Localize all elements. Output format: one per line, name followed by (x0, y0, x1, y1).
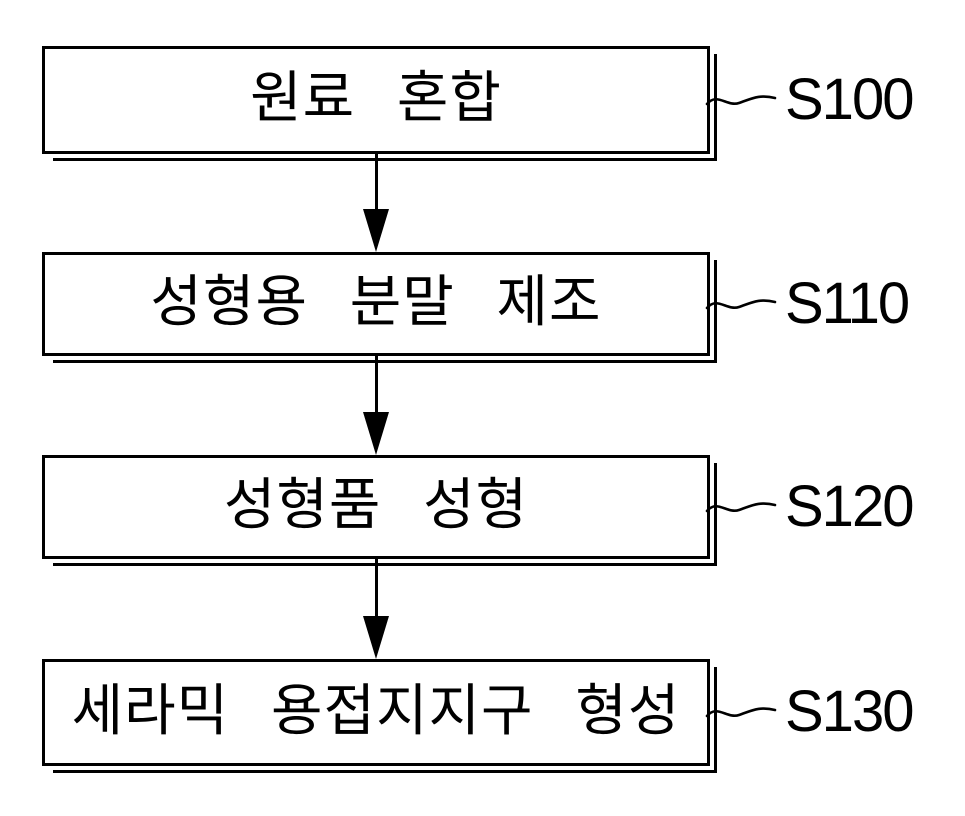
arrow-head (363, 209, 389, 252)
process-step-label: 성형품 성형 (223, 473, 529, 536)
process-step-label: 성형용 분말 제조 (150, 270, 602, 333)
arrow-line (374, 356, 378, 412)
step-code-group-2: S110 (705, 269, 910, 339)
arrow-head (363, 616, 389, 659)
step-code-label: S110 (785, 271, 910, 336)
tilde-icon (705, 502, 777, 513)
step-code-group-3: S120 (705, 472, 914, 542)
process-step-box-2: 성형용 분말 제조 (42, 252, 717, 363)
process-step-box-1: 원료 혼합 (42, 46, 717, 161)
tilde-icon (705, 95, 777, 106)
arrow-down-icon (363, 559, 389, 659)
arrow-line (374, 154, 378, 209)
process-step-label: 세라믹 용접지지구 형성 (71, 678, 681, 742)
step-code-group-1: S100 (705, 65, 914, 135)
tilde-icon (705, 299, 777, 310)
process-step-box-3: 성형품 성형 (42, 455, 717, 566)
arrow-down-icon (363, 154, 389, 252)
arrow-head (363, 412, 389, 455)
step-code-label: S130 (785, 679, 914, 744)
arrow-down-icon (363, 356, 389, 455)
process-step-label: 원료 혼합 (250, 66, 502, 129)
step-code-group-4: S130 (705, 677, 914, 747)
step-code-label: S100 (785, 67, 914, 132)
process-step-box-4: 세라믹 용접지지구 형성 (42, 659, 717, 773)
tilde-icon (705, 707, 777, 718)
arrow-line (374, 559, 378, 616)
step-code-label: S120 (785, 474, 914, 539)
